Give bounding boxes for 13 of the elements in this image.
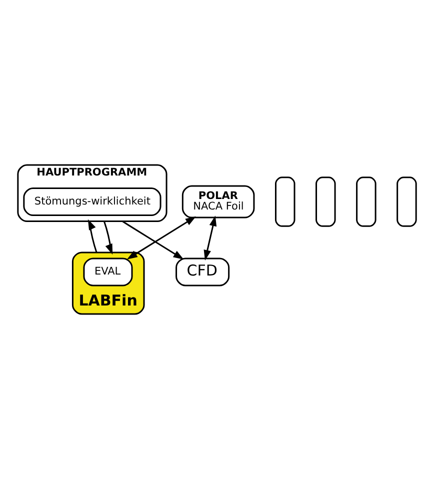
node-box (396, 176, 417, 226)
node-box: EVAL (83, 257, 133, 286)
arrow (122, 220, 184, 260)
arrow (126, 216, 196, 259)
node-box (316, 176, 336, 226)
node-box (274, 176, 296, 226)
node-box: POLAR NACA Foil (182, 184, 255, 218)
arrow (103, 220, 113, 254)
node-box (356, 176, 376, 226)
arrow (204, 215, 217, 260)
arrow (88, 218, 98, 252)
node-box: Stömungs-wirklichkeit (23, 187, 162, 216)
node-box: CFD (176, 257, 230, 286)
